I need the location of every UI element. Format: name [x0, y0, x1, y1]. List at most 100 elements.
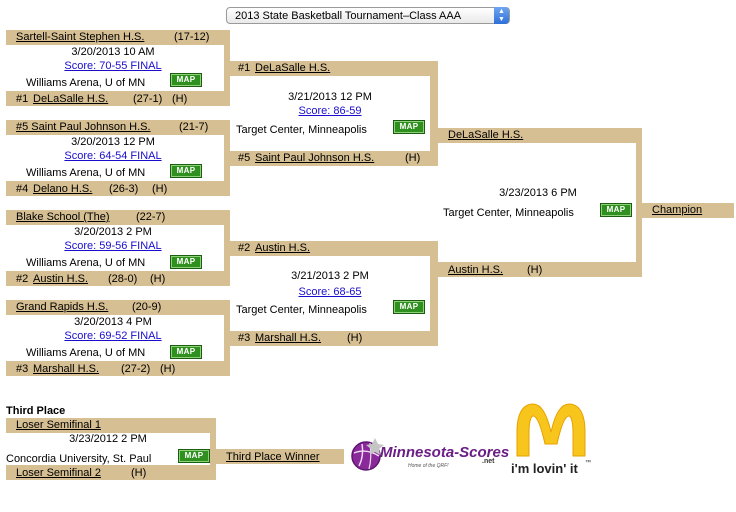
team-seed: #2	[16, 273, 29, 285]
team-seed: #4	[16, 183, 29, 195]
bracket-line	[230, 61, 438, 76]
team-link[interactable]: Austin H.S.	[255, 242, 311, 254]
tournament-select[interactable]: 2013 State Basketball Tournament–Class A…	[226, 7, 510, 24]
home-flag: (H)	[527, 264, 543, 276]
home-flag: (H)	[150, 273, 166, 285]
bracket-line	[6, 418, 216, 433]
game-score-link[interactable]: Score: 64-54 FINAL	[64, 150, 162, 162]
bracket-line	[230, 241, 438, 256]
minnesota-scores-tagline: Home of the QRF!	[408, 463, 449, 469]
team-link[interactable]: Delano H.S.	[33, 183, 93, 195]
game-datetime: 3/20/2013 4 PM	[74, 316, 152, 328]
home-flag: (H)	[405, 152, 421, 164]
bracket-line	[6, 91, 230, 106]
team-seed: #5	[238, 152, 251, 164]
bracket-line	[438, 128, 642, 143]
bracket-line	[430, 61, 438, 166]
map-button[interactable]: MAP	[170, 73, 202, 87]
team-record: (28-0)	[108, 273, 138, 285]
mcdonalds-tm: ™	[585, 460, 591, 466]
team-link[interactable]: Austin H.S.	[33, 273, 89, 285]
bracket-line	[6, 300, 230, 315]
team-link[interactable]: Blake School (The)	[16, 211, 110, 223]
bracket-line	[636, 128, 642, 277]
golden-arches-icon	[516, 403, 586, 457]
game-venue: Williams Arena, U of MN	[26, 257, 146, 269]
team-record: (17-12)	[174, 31, 210, 43]
game-score-link[interactable]: Score: 86-59	[298, 105, 362, 117]
game-datetime: 3/20/2013 2 PM	[74, 226, 152, 238]
map-button[interactable]: MAP	[170, 164, 202, 178]
bracket-line	[6, 120, 230, 135]
tournament-select-value: 2013 State Basketball Tournament–Class A…	[235, 10, 462, 22]
game-datetime: 3/23/2012 2 PM	[69, 433, 147, 445]
home-flag: (H)	[131, 467, 147, 479]
game-datetime: 3/20/2013 12 PM	[71, 136, 155, 148]
team-link[interactable]: DeLaSalle H.S.	[255, 62, 331, 74]
map-button[interactable]: MAP	[170, 345, 202, 359]
home-flag: (H)	[160, 363, 176, 375]
team-link[interactable]: Loser Semifinal 2	[16, 467, 101, 479]
team-seed: #1	[238, 62, 251, 74]
team-link[interactable]: Saint Paul Johnson H.S.	[255, 152, 375, 164]
team-link[interactable]: DeLaSalle H.S.	[33, 93, 109, 105]
team-record: (26-3)	[109, 183, 139, 195]
team-record: (27-1)	[133, 93, 163, 105]
team-link[interactable]: Grand Rapids H.S.	[16, 301, 109, 313]
bracket-line	[6, 361, 230, 376]
bracket-line	[6, 465, 216, 480]
team-seed: #3	[16, 363, 29, 375]
bracket-line	[230, 331, 438, 346]
champion-link[interactable]: Champion	[652, 204, 703, 216]
game-datetime: 3/21/2013 12 PM	[288, 91, 372, 103]
team-link[interactable]: Austin H.S.	[448, 264, 504, 276]
bracket-line	[224, 120, 230, 196]
game-score-link[interactable]: Score: 68-65	[298, 286, 362, 298]
home-flag: (H)	[347, 332, 363, 344]
game-venue: Concordia University, St. Paul	[6, 453, 152, 465]
bracket-line	[6, 181, 230, 196]
bracket-line	[224, 210, 230, 286]
mcdonalds-slogan: i'm lovin' it	[511, 461, 578, 476]
team-record: (21-7)	[179, 121, 209, 133]
bracket-line	[230, 151, 438, 166]
game-score-link[interactable]: Score: 59-56 FINAL	[64, 240, 162, 252]
bracket-line	[224, 300, 230, 376]
bracket-line	[224, 30, 230, 106]
game-datetime: 3/20/2013 10 AM	[71, 46, 155, 58]
mcdonalds-logo[interactable]: i'm lovin' it ™	[505, 402, 601, 482]
game-venue: Williams Arena, U of MN	[26, 347, 146, 359]
home-flag: (H)	[172, 93, 188, 105]
home-flag: (H)	[152, 183, 168, 195]
bracket-line	[6, 30, 230, 45]
minnesota-scores-logo[interactable]: Minnesota-Scores .net Home of the QRF!	[350, 436, 509, 476]
team-link[interactable]: Loser Semifinal 1	[16, 419, 101, 431]
team-link[interactable]: #5 Saint Paul Johnson H.S.	[16, 121, 151, 133]
team-record: (22-7)	[136, 211, 166, 223]
game-venue: Target Center, Minneapolis	[236, 304, 367, 316]
map-button[interactable]: MAP	[393, 120, 425, 134]
team-link[interactable]: Sartell-Saint Stephen H.S.	[16, 31, 145, 43]
game-venue: Target Center, Minneapolis	[236, 124, 367, 136]
bracket-line	[642, 203, 734, 218]
minnesota-scores-suffix: .net	[482, 458, 495, 465]
team-link[interactable]: DeLaSalle H.S.	[448, 129, 524, 141]
map-button[interactable]: MAP	[178, 449, 210, 463]
map-button[interactable]: MAP	[600, 203, 632, 217]
bracket-line	[6, 271, 230, 286]
map-button[interactable]: MAP	[393, 300, 425, 314]
game-venue: Williams Arena, U of MN	[26, 77, 146, 89]
select-arrows-icon: ▲▼	[494, 7, 509, 24]
game-score-link[interactable]: Score: 70-55 FINAL	[64, 60, 162, 72]
team-seed: #1	[16, 93, 29, 105]
team-link[interactable]: Marshall H.S.	[33, 363, 100, 375]
game-venue: Target Center, Minneapolis	[443, 207, 574, 219]
game-score-link[interactable]: Score: 69-52 FINAL	[64, 330, 162, 342]
team-seed: #3	[238, 332, 251, 344]
map-button[interactable]: MAP	[170, 255, 202, 269]
team-record: (27-2)	[121, 363, 151, 375]
team-record: (20-9)	[132, 301, 162, 313]
team-link[interactable]: Marshall H.S.	[255, 332, 322, 344]
third-place-winner-link[interactable]: Third Place Winner	[226, 451, 320, 463]
basketball-icon	[351, 438, 384, 471]
